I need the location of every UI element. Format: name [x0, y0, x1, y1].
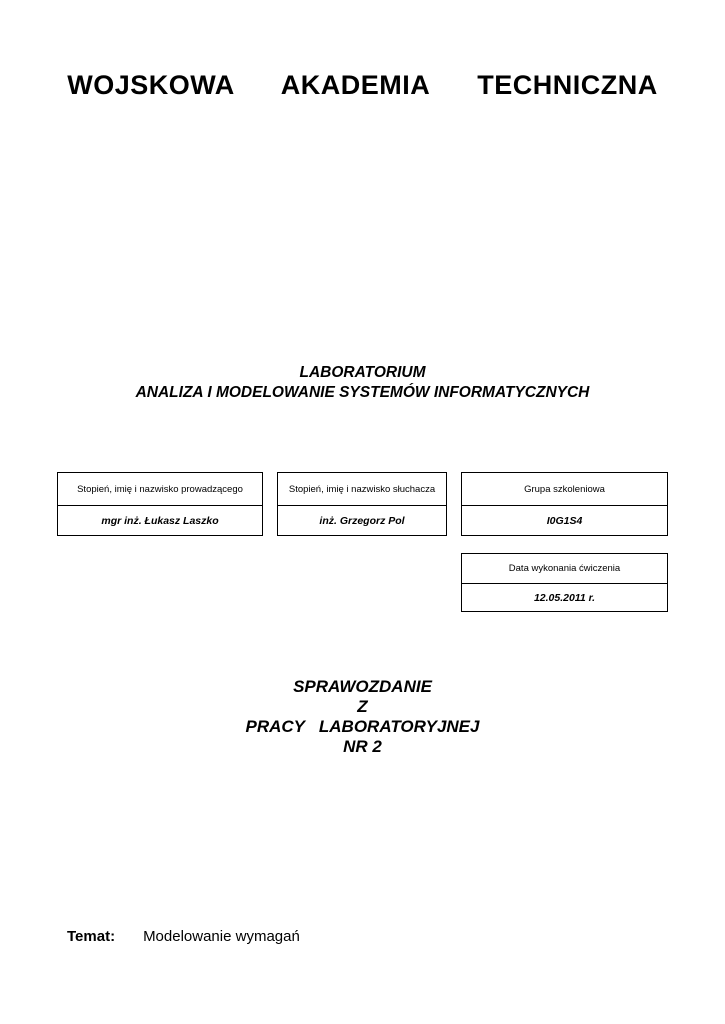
date-header: Data wykonania ćwiczenia [508, 563, 621, 574]
topic-value: Modelowanie wymagań [143, 928, 300, 945]
date-value: 12.05.2011 r. [462, 583, 667, 611]
university-title: WOJSKOWA AKADEMIA TECHNICZNA [67, 70, 658, 100]
topic-row: Temat: Modelowanie wymagań [67, 928, 300, 945]
group-value: I0G1S4 [462, 505, 667, 535]
supervisor-header: Stopień, imię i nazwisko prowadzącego [77, 483, 243, 495]
group-header: Grupa szkoleniowa [524, 483, 605, 495]
report-title-line-4: NR 2 [343, 737, 382, 756]
laboratory-heading-line-2: ANALIZA I MODELOWANIE SYSTEMÓW INFORMATY… [135, 384, 590, 401]
topic-label: Temat: [67, 928, 116, 945]
supervisor-info-box: Stopień, imię i nazwisko prowadzącego mg… [57, 472, 263, 536]
student-header: Stopień, imię i nazwisko słuchacza [288, 483, 436, 495]
report-title: SPRAWOZDANIE Z PRACY LABORATORYJNEJ NR 2 [0, 677, 725, 757]
group-info-box: Grupa szkoleniowa I0G1S4 [461, 472, 668, 536]
laboratory-heading-line-1: LABORATORIUM [299, 364, 426, 381]
supervisor-value: mgr inż. Łukasz Laszko [58, 505, 262, 535]
laboratory-heading: LABORATORIUM ANALIZA I MODELOWANIE SYSTE… [0, 363, 725, 403]
report-title-line-2: Z [357, 697, 368, 716]
date-info-box: Data wykonania ćwiczenia 12.05.2011 r. [461, 553, 668, 612]
report-title-line-3: PRACY LABORATORYJNEJ [245, 717, 480, 736]
student-value: inż. Grzegorz Pol [278, 505, 446, 535]
student-info-box: Stopień, imię i nazwisko słuchacza inż. … [277, 472, 447, 536]
report-title-line-1: SPRAWOZDANIE [293, 677, 432, 696]
